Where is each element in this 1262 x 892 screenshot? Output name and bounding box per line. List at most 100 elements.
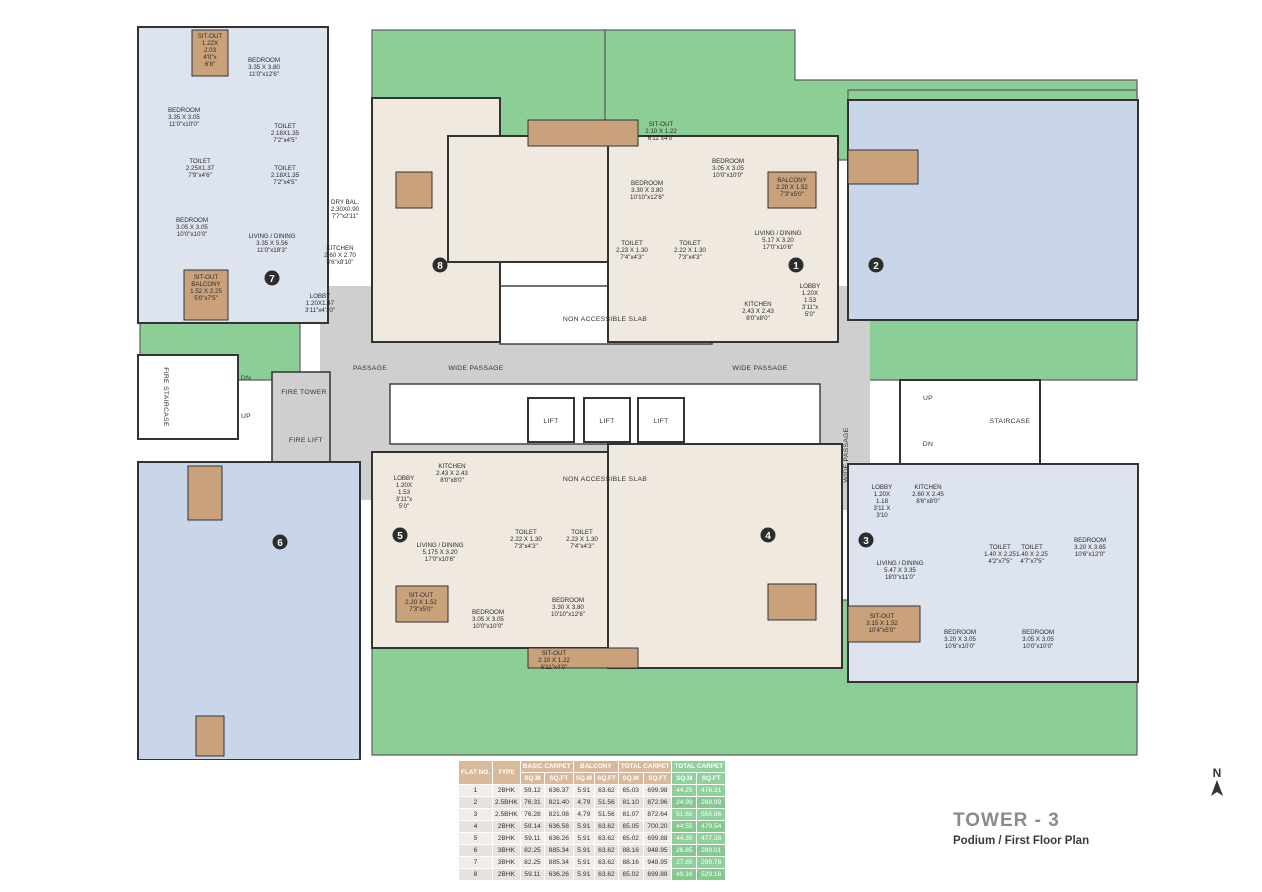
room-label-f7-living: 3.35 X 5.56 (256, 240, 288, 247)
lift-1-label: LIFT (543, 418, 558, 425)
table-cell-t-m: 81.10 (618, 797, 643, 808)
table-cell-b-f: 636.58 (545, 821, 573, 832)
room-label-f7-sitoutbal: 5'0"x7'5" (194, 295, 218, 302)
flat-badge-4: 4 (760, 527, 776, 543)
table-cell-t-m: 81.07 (618, 809, 643, 820)
room-label-f7-living: LIVING / DINING (248, 233, 295, 240)
room-label-f1-toilet2: 7'3"x4'3" (678, 254, 702, 261)
room-label-f7-bed1: BEDROOM (248, 57, 280, 64)
table-cell-b-f: 885.34 (545, 857, 573, 868)
room-label-f7-lobby: 1.20X1.47 (306, 300, 335, 307)
room-label-f1-lobby: 3'11"x (802, 304, 819, 311)
room-label-f3-lobby: LOBBY (872, 484, 893, 491)
table-cell-bal-f: 63.62 (595, 869, 618, 880)
room-label-f5-sitout: SIT-OUT (409, 592, 434, 599)
page-title: TOWER - 3 (953, 810, 1060, 831)
room-label-f1-balcony: BALCONY (777, 177, 807, 184)
table-cell-no: 2 (459, 797, 492, 808)
room-label-f7-sitoutbal: 1.52 X 2.25 (190, 288, 222, 295)
sitout-f5-bottom (527, 647, 639, 669)
col-type: TYPE (493, 761, 520, 784)
flat-badge-2: 2 (868, 257, 884, 273)
room-label-f7-bed1: 3.35 X 3.80 (248, 64, 280, 71)
table-cell-type: 2.5BHK (493, 797, 520, 808)
table-cell-t-f: 699.88 (643, 833, 672, 844)
table-cell-t-f: 948.95 (643, 845, 672, 856)
room-label-f5-toilet1: 2.22 X 1.30 (510, 536, 542, 543)
room-label-f7-toilet2: 2.18X1.35 (271, 172, 300, 179)
room-label-f7-toilet3: 7'9"x4'6" (188, 172, 212, 179)
table-cell-bal-m: 5.91 (573, 845, 595, 856)
north-arrow-icon (1211, 780, 1223, 796)
room-label-f5-kitchen: 2.43 X 2.43 (436, 470, 468, 477)
flat-2 (847, 99, 1139, 321)
room-label-f5-sitout2: 2.10 X 1.22 (538, 657, 570, 664)
room-label-f3-living: 18'0"x11'0" (885, 574, 915, 581)
col-total-carpet: TOTAL CARPET (618, 761, 672, 772)
col-flat-no: FLAT NO. (459, 761, 492, 784)
room-label-f7-drybal: DRY BAL. (331, 199, 359, 206)
page-subtitle: Podium / First Floor Plan (953, 835, 1090, 847)
table-cell-no: 8 (459, 869, 492, 880)
table-cell-g-m: 44.55 (672, 821, 697, 832)
table-units-row: SQ.M SQ.FT SQ.M SQ.FT SQ.M SQ.FT SQ.M SQ… (459, 773, 726, 784)
fire-tower-label: FIRE TOWER (281, 389, 326, 396)
room-label-f1-kitchen: 8'0"x8'0" (746, 315, 770, 322)
room-label-f5-living: 5.175 X 3.20 (422, 549, 458, 556)
sitout-f3 (847, 605, 921, 643)
room-label-f1-living: 5.17 X 3.20 (762, 237, 794, 244)
table-cell-bal-m: 4.79 (573, 809, 595, 820)
table-cell-g-f: 529.16 (697, 869, 726, 880)
table-cell-t-f: 948.95 (643, 857, 672, 868)
room-label-f7-sitout: 1.22X (202, 40, 218, 47)
flat-badge-5: 5 (392, 527, 408, 543)
room-label-f7-bed3: BEDROOM (176, 217, 208, 224)
room-label-f1-living: 17'0"x10'6" (763, 244, 794, 251)
table-header-row: FLAT NO. TYPE BASIC CARPET BALCONY TOTAL… (459, 761, 726, 784)
room-label-f5-lobby: 1.53 (398, 489, 411, 496)
room-label-f7-kitchen: KITCHEN (326, 245, 353, 252)
fire-lift-label: FIRE LIFT (289, 437, 323, 444)
table-cell-b-m: 59.12 (520, 785, 545, 796)
table-cell-g-m: 27.85 (672, 857, 697, 868)
sitout-f2 (847, 149, 919, 185)
room-label-f1-toilet1: TOILET (621, 240, 643, 247)
room-label-f3-lobby: 1.18 (876, 498, 889, 505)
table-cell-b-f: 885.34 (545, 845, 573, 856)
table-cell-b-f: 821.40 (545, 797, 573, 808)
room-label-f3-toilet2: 4'7"x7'5" (1020, 558, 1044, 565)
table-cell-bal-f: 63.62 (595, 845, 618, 856)
table-cell-bal-m: 5.91 (573, 785, 595, 796)
room-label-f5-lobby: 5'0" (399, 503, 409, 510)
room-label-f1-toilet2: TOILET (679, 240, 701, 247)
unit-sqm: SQ.M (573, 773, 595, 784)
table-cell-type: 3BHK (493, 857, 520, 868)
room-label-f3-toilet1: TOILET (989, 544, 1011, 551)
room-label-f1-living: LIVING / DINING (754, 230, 801, 237)
table-cell-no: 7 (459, 857, 492, 868)
table-cell-bal-f: 51.56 (595, 809, 618, 820)
room-label-f5-kitchen: 8'0"x8'0" (440, 477, 464, 484)
room-label-f5-living: 17'0"x10'6" (425, 556, 456, 563)
table-cell-b-m: 82.25 (520, 845, 545, 856)
room-label-f7-sitout: 6'8" (205, 61, 215, 68)
table-cell-t-m: 65.02 (618, 869, 643, 880)
table-cell-no: 4 (459, 821, 492, 832)
room-label-f5-bed1: 10'0"x10'0" (473, 623, 504, 630)
flat-6 (137, 461, 361, 760)
room-label-f7-drybal: 7'7"x2'11" (332, 213, 359, 220)
room-label-f5-bed2: 3.30 X 3.80 (552, 604, 584, 611)
flat-number-4: 4 (765, 531, 771, 542)
room-label-f5-bed2: 10'10"x12'6" (551, 611, 585, 618)
table-cell-bal-m: 4.79 (573, 797, 595, 808)
unit-sqft: SQ.FT (595, 773, 618, 784)
table-cell-bal-m: 5.91 (573, 857, 595, 868)
table-cell-t-f: 872.64 (643, 809, 672, 820)
room-label-f7-sitout: SIT-OUT (198, 33, 223, 40)
room-label-f1-toilet1: 7'4"x4'3" (620, 254, 644, 261)
room-label-f5-lobby: 1.20X (396, 482, 412, 489)
